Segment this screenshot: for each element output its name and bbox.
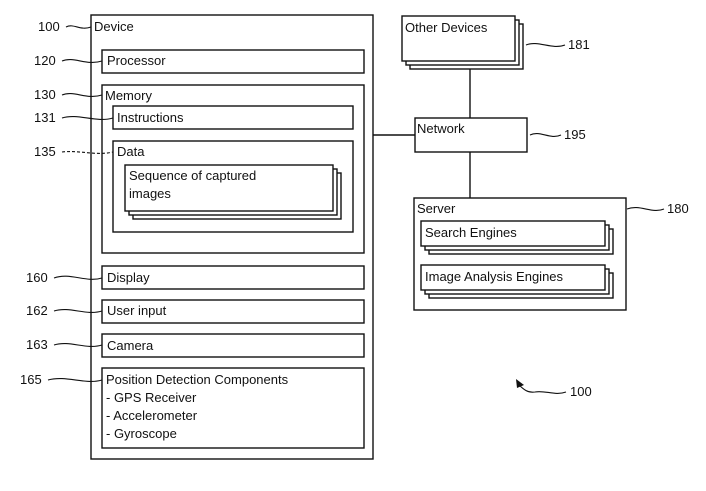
position-detection-ref: 165 xyxy=(20,372,42,387)
position-detection-leader xyxy=(47,378,103,382)
position-item-gyroscope: - Gyroscope xyxy=(106,426,177,441)
device-title: Device xyxy=(94,19,134,34)
position-item-gps: - GPS Receiver xyxy=(106,390,197,405)
captured-images-line-1: Sequence of captured xyxy=(129,168,256,183)
other-devices-layer-front xyxy=(401,15,516,62)
captured-images-line-2: images xyxy=(129,186,171,201)
other-devices-leader xyxy=(525,43,566,47)
data-label: Data xyxy=(117,144,145,159)
display-box xyxy=(101,265,365,290)
processor-ref: 120 xyxy=(34,53,56,68)
device-ref: 100 xyxy=(38,19,60,34)
captured-images-stack: Sequence of captured images xyxy=(124,164,342,220)
data-ref: 135 xyxy=(34,144,56,159)
image-analysis-layer-front xyxy=(420,264,606,291)
data-leader xyxy=(61,151,114,154)
display-ref: 160 xyxy=(26,270,48,285)
memory-ref: 130 xyxy=(34,87,56,102)
other-devices-ref: 181 xyxy=(568,37,590,52)
other-devices-block: Other Devices 181 xyxy=(401,15,590,70)
network-box xyxy=(414,117,528,153)
search-engines-stack: Search Engines xyxy=(420,220,614,255)
image-analysis-engines-label: Image Analysis Engines xyxy=(425,269,564,284)
network-ref: 195 xyxy=(564,127,586,142)
processor-label: Processor xyxy=(107,53,166,68)
network-leader xyxy=(529,133,562,137)
network-block: Network 195 xyxy=(414,117,586,153)
system-ref-indicator: 100 xyxy=(516,379,592,399)
instructions-box xyxy=(112,105,354,130)
system-ref-arrowhead-icon xyxy=(516,379,524,388)
network-label: Network xyxy=(417,121,465,136)
camera-ref: 163 xyxy=(26,337,48,352)
system-ref-label: 100 xyxy=(570,384,592,399)
device-leader xyxy=(65,25,92,29)
server-leader xyxy=(626,207,665,211)
other-devices-label: Other Devices xyxy=(405,20,488,35)
search-engines-layer-front xyxy=(420,220,606,247)
instructions-label: Instructions xyxy=(117,110,184,125)
position-detection-box xyxy=(101,367,365,449)
server-label: Server xyxy=(417,201,456,216)
user-input-label: User input xyxy=(107,303,167,318)
captured-images-layer-front xyxy=(124,164,334,212)
system-ref-arrow-line xyxy=(517,383,567,394)
position-item-accelerometer: - Accelerometer xyxy=(106,408,198,423)
instructions-ref: 131 xyxy=(34,110,56,125)
server-block: Server 180 Search Engines Image Analysis… xyxy=(413,197,689,311)
display-leader xyxy=(53,275,103,280)
device-block: Device 100 Processor 120 Memory 130 Inst… xyxy=(20,14,374,460)
display-label: Display xyxy=(107,270,150,285)
instructions-leader xyxy=(61,116,114,120)
search-engines-label: Search Engines xyxy=(425,225,517,240)
memory-label: Memory xyxy=(105,88,152,103)
camera-leader xyxy=(53,343,103,347)
processor-leader xyxy=(61,59,103,63)
camera-label: Camera xyxy=(107,338,154,353)
position-detection-label: Position Detection Components xyxy=(106,372,289,387)
user-input-ref: 162 xyxy=(26,303,48,318)
image-analysis-engines-stack: Image Analysis Engines xyxy=(420,264,614,299)
server-ref: 180 xyxy=(667,201,689,216)
user-input-leader xyxy=(53,309,103,313)
memory-leader xyxy=(61,93,103,97)
